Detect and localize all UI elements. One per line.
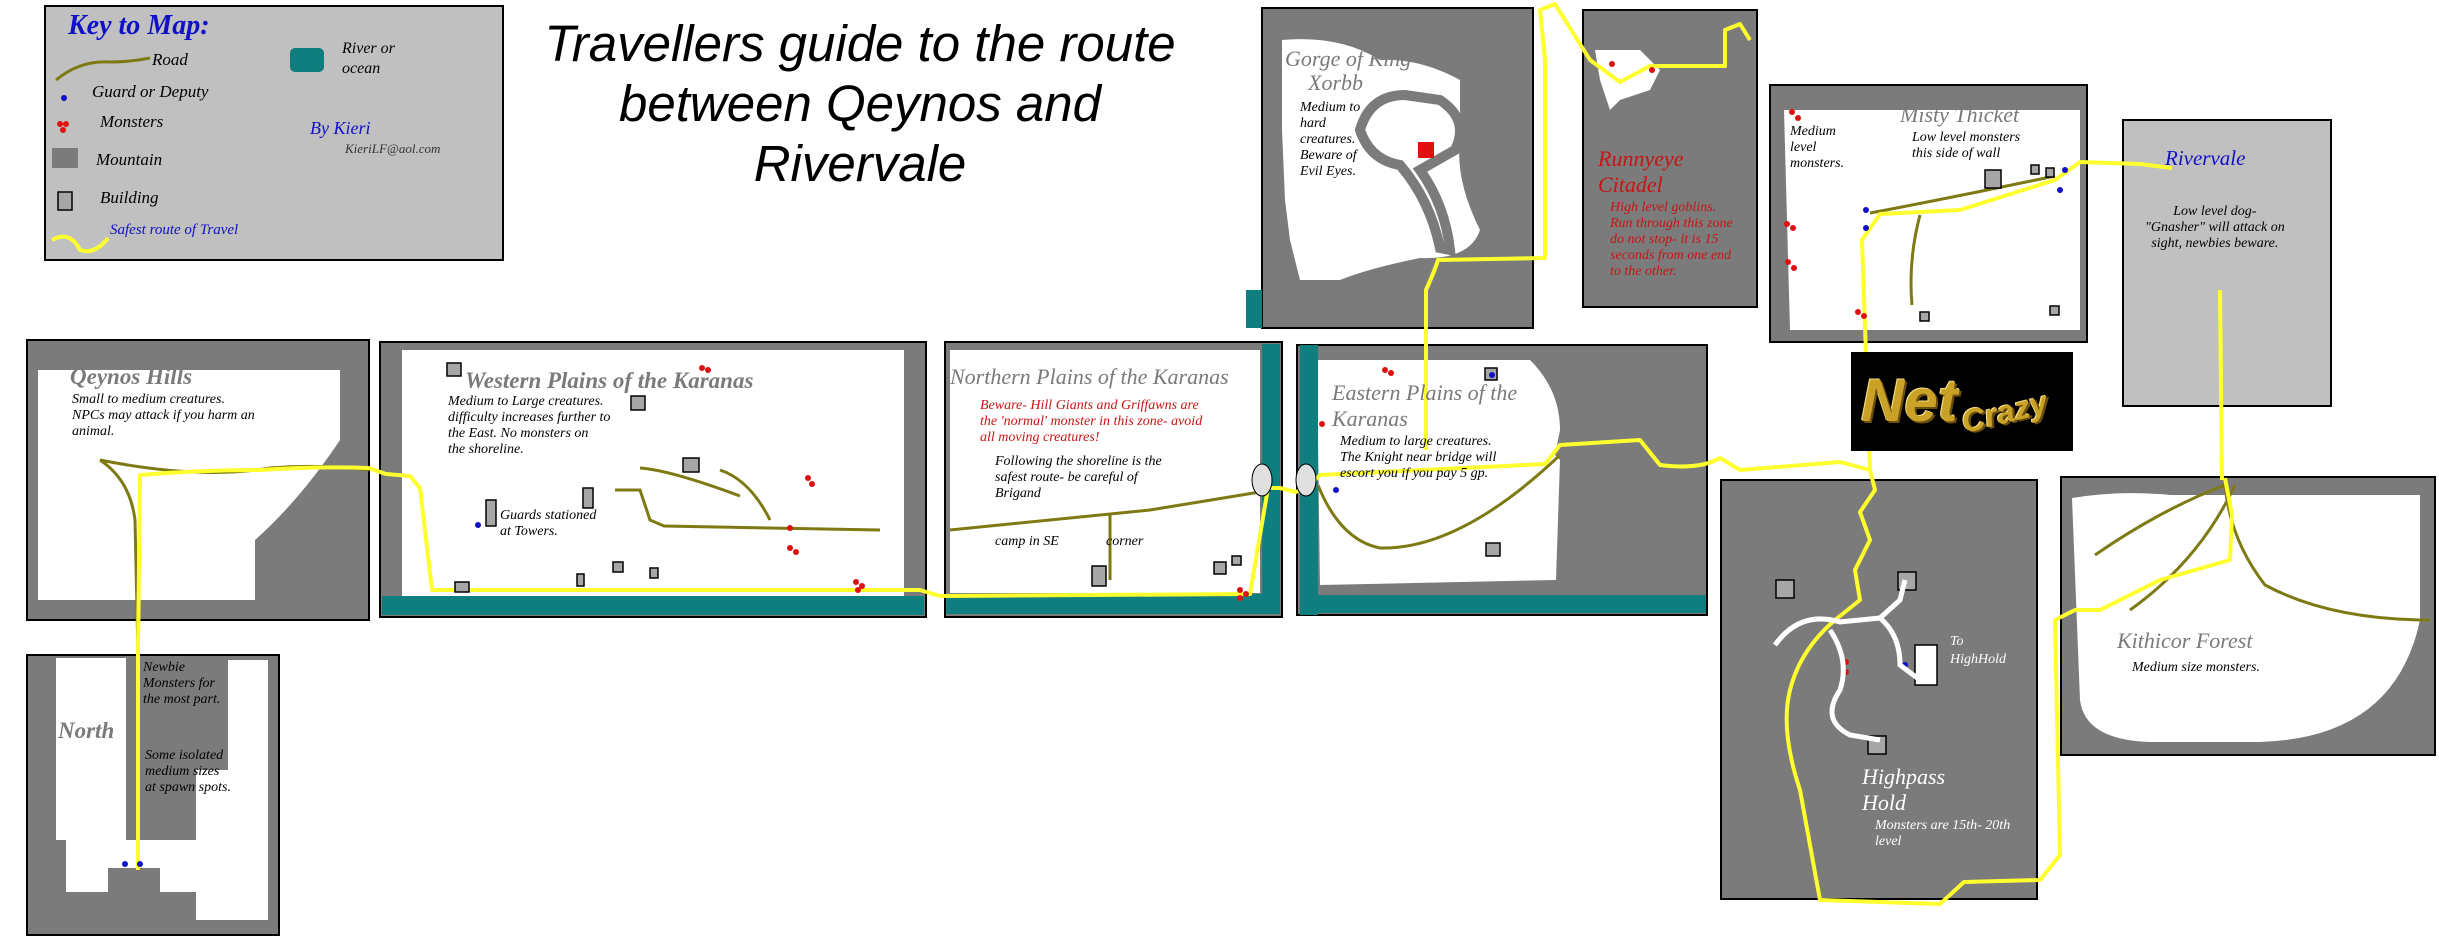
netcrazy-logo: Net Crazy bbox=[1851, 352, 2073, 451]
key-safest-label: Safest route of Travel bbox=[110, 222, 239, 238]
zone-note-eastern-plains: Medium to large creatures.The Knight nea… bbox=[1340, 434, 1497, 482]
zone-note-camp-1: camp in SE bbox=[995, 534, 1059, 549]
zone-name-western-plains: Western Plains of the Karanas bbox=[465, 368, 754, 393]
zone-name-highpass-2: Hold bbox=[1862, 790, 1906, 815]
key-mountain-label: Mountain bbox=[96, 150, 163, 169]
zone-highpass-hold bbox=[1720, 479, 2038, 900]
zone-name-northern-plains: Northern Plains of the Karanas bbox=[950, 364, 1229, 389]
key-email: KieriLF@aol.com bbox=[345, 141, 441, 156]
key-building-label: Building bbox=[100, 188, 159, 207]
zone-name-qeynos: Qeynos bbox=[152, 718, 223, 743]
zone-note-highhold-2: HighHold bbox=[1950, 652, 2006, 667]
key-road-sample bbox=[55, 56, 151, 82]
zone-name-eastern-plains-1: Eastern Plains of the bbox=[1332, 380, 1518, 405]
key-mountain-swatch bbox=[52, 148, 78, 168]
key-monsters-label: Monsters bbox=[100, 112, 164, 131]
zone-name-misty-thicket: Misty Thicket bbox=[1900, 102, 2020, 127]
title-line-1: Travellers guide to the route bbox=[544, 15, 1176, 72]
logo-text-crazy: Crazy bbox=[1957, 384, 2052, 441]
zone-note-highhold-1: To bbox=[1950, 634, 1964, 649]
key-river-label-2: ocean bbox=[342, 60, 381, 77]
zone-name-kithicor: Kithicor Forest bbox=[2117, 628, 2253, 653]
zone-note-runnyeye: High level goblins.Run through this zone… bbox=[1610, 200, 1733, 280]
zone-note-qeynos-hills: Small to medium creatures.NPCs may attac… bbox=[72, 392, 255, 440]
map-key-panel bbox=[44, 5, 504, 261]
page-title: Travellers guide to the route between Qe… bbox=[520, 14, 1200, 194]
logo-text-net: Net bbox=[1861, 367, 1958, 434]
key-heading: Key to Map: bbox=[68, 10, 210, 41]
key-building-swatch bbox=[57, 191, 73, 211]
key-guard-label: Guard or Deputy bbox=[92, 82, 209, 101]
zone-note-camp-2: corner bbox=[1106, 534, 1144, 549]
safest-route bbox=[136, 438, 2234, 906]
title-line-2: between Qeynos and Rivervale bbox=[618, 75, 1101, 192]
key-river-label-1: River or bbox=[342, 40, 395, 57]
zone-note-kithicor: Medium size monsters. bbox=[2132, 660, 2260, 675]
key-road-label: Road bbox=[152, 50, 188, 69]
key-river-swatch bbox=[290, 48, 324, 72]
zone-name-qeynos-hills: Qeynos Hills bbox=[70, 364, 193, 389]
zone-name-runnyeye-2: Citadel bbox=[1598, 172, 1663, 197]
zone-name-gorge-1: Gorge of King bbox=[1285, 46, 1412, 71]
zone-name-highpass-1: Highpass bbox=[1862, 764, 1946, 789]
zone-name-rivervale: Rivervale bbox=[2165, 146, 2246, 170]
key-author: By Kieri bbox=[310, 118, 371, 138]
key-route-sample bbox=[51, 234, 110, 254]
zone-name-runnyeye-1: Runnyeye bbox=[1598, 146, 1684, 171]
zone-note-western-plains: Medium to Large creatures.difficulty inc… bbox=[448, 394, 611, 458]
zone-name-north: North bbox=[58, 718, 115, 743]
zone-name-gorge-2: Xorbb bbox=[1308, 70, 1363, 95]
zone-name-eastern-plains-2: Karanas bbox=[1332, 406, 1408, 431]
